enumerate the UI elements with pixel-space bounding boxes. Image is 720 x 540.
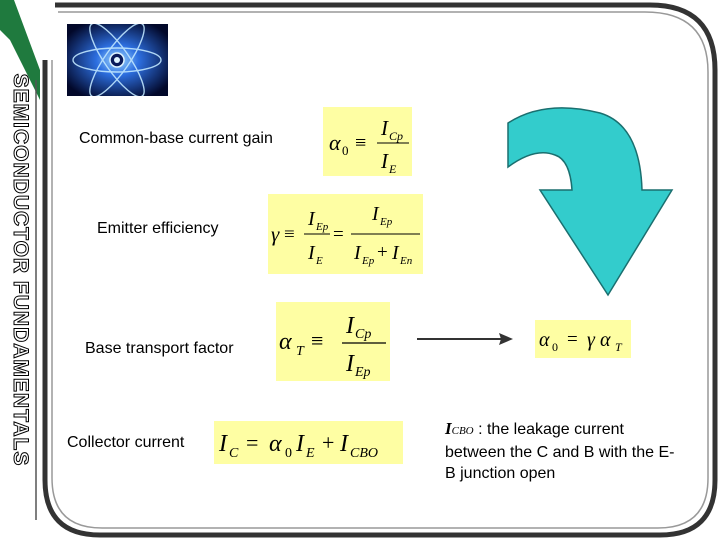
svg-text:I: I [218,431,228,457]
svg-text:I: I [380,116,389,140]
svg-text:CBO: CBO [350,446,378,461]
svg-text:I: I [380,149,389,173]
svg-text:γ: γ [587,329,596,351]
svg-text:Ep: Ep [354,365,371,380]
svg-text:C: C [229,446,239,461]
svg-text:=: = [246,430,258,455]
svg-text:+: + [377,242,388,263]
slide-frame [42,2,718,538]
note-text: : the leakage current between the C and … [445,421,675,482]
svg-text:α: α [600,329,611,351]
svg-text:I: I [307,242,316,264]
svg-text:=: = [333,224,344,245]
svg-text:I: I [345,313,355,339]
equation-transport: α T ≡ I Cp I Ep [276,302,390,381]
leakage-current-note: ICBO : the leakage current between the C… [445,418,685,484]
svg-text:α: α [279,329,292,355]
svg-text:I: I [295,431,305,457]
right-arrow-icon [417,333,513,345]
svg-text:I: I [371,203,380,225]
equation-result: α 0 = γ α T [535,320,631,358]
svg-text:En: En [399,255,413,267]
svg-text:I: I [307,208,316,230]
curved-down-arrow-icon [507,107,674,297]
svg-text:Ep: Ep [361,255,375,267]
svg-text:α: α [539,329,550,351]
svg-text:α: α [269,431,282,457]
svg-text:≡: ≡ [355,132,366,154]
note-symbol-sub: CBO [451,425,474,437]
svg-text:≡: ≡ [311,328,323,353]
svg-text:≡: ≡ [284,224,295,245]
vertical-title: SEMICONDUCTOR FUNDAMENTALS [9,73,33,467]
svg-text:I: I [339,431,349,457]
svg-text:E: E [305,446,315,461]
svg-text:I: I [391,242,400,264]
svg-text:Ep: Ep [379,216,393,228]
svg-text:E: E [388,162,397,176]
label-common-base-gain: Common-base current gain [79,130,273,147]
atom-icon [67,24,168,96]
note-symbol: I [445,419,452,438]
svg-text:+: + [322,430,334,455]
svg-text:I: I [353,242,362,264]
svg-text:Cp: Cp [355,327,371,342]
svg-text:α: α [329,130,341,155]
svg-text:I: I [345,351,355,377]
svg-text:0: 0 [285,446,292,461]
equation-collector: I C = α 0 I E + I CBO [214,421,403,464]
svg-text:Ep: Ep [315,221,329,233]
label-emitter-efficiency: Emitter efficiency [97,220,219,237]
side-strip [0,0,40,540]
svg-text:E: E [315,255,323,267]
equation-efficiency: γ ≡ I Ep I E = I Ep I Ep + I En [268,194,423,274]
label-base-transport-factor: Base transport factor [85,340,234,357]
svg-text:=: = [567,329,578,350]
svg-text:T: T [296,344,305,359]
svg-text:γ: γ [271,222,280,246]
svg-text:0: 0 [552,340,558,354]
svg-text:T: T [615,340,623,354]
svg-text:0: 0 [342,143,349,158]
equation-gain: α 0 ≡ I Cp I E [323,107,412,176]
label-collector-current: Collector current [67,434,185,451]
svg-text:Cp: Cp [389,129,403,143]
